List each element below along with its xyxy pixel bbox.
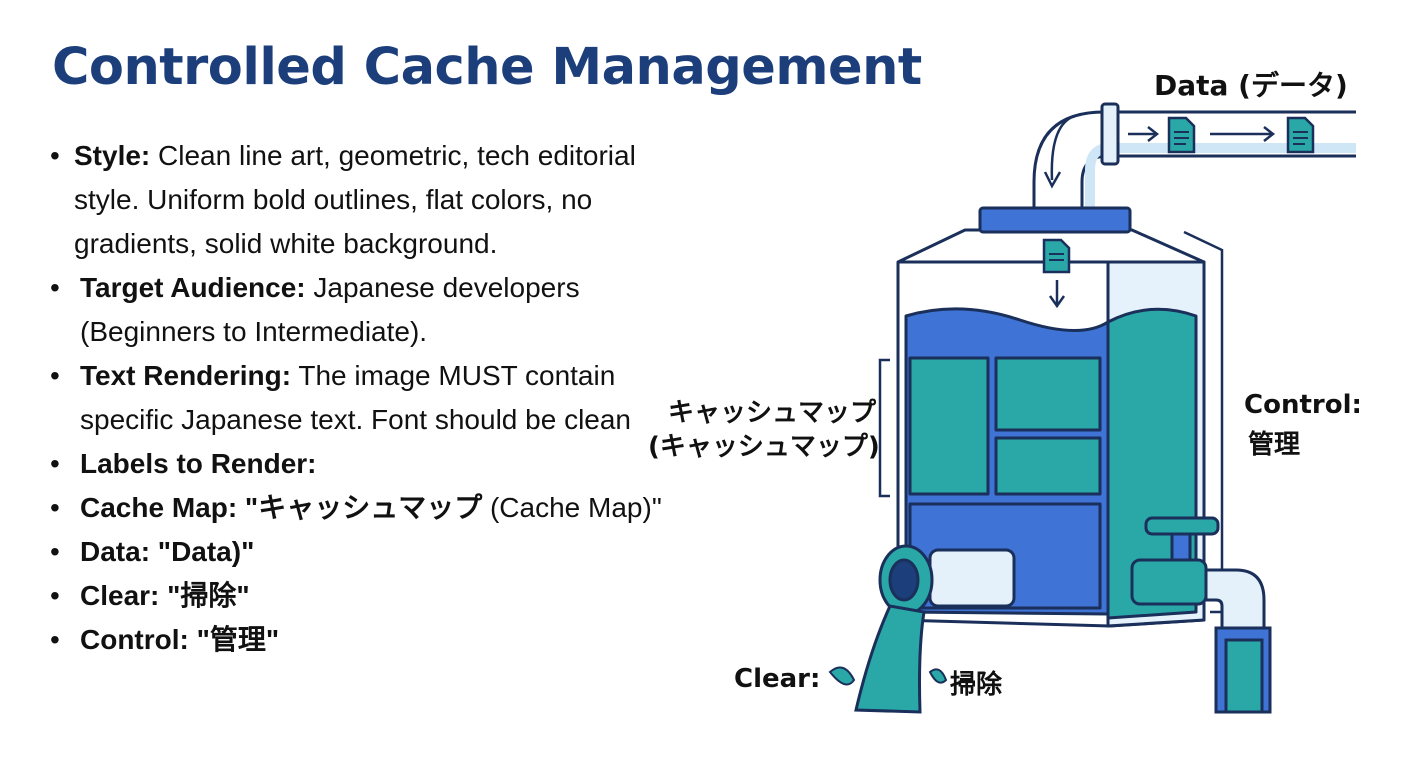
cache-map-label-jp: キャッシュマップ: [668, 398, 877, 428]
clear-label-jp: 掃除: [950, 670, 1003, 700]
bullet-label: Control: "管理": [80, 624, 280, 655]
bullet-label: Style:: [74, 140, 151, 171]
flow-arrow-2: [1210, 126, 1276, 142]
control-label: Control:: [1244, 390, 1362, 420]
drop-arrow: [1048, 280, 1066, 309]
bullet-label: Labels to Render:: [80, 448, 317, 479]
flow-arrow-1: [1128, 126, 1160, 142]
cache-map-bracket: [878, 358, 890, 498]
flow-curve-arrow: [1050, 116, 1071, 181]
bullet-data: Data: "Data)": [50, 530, 690, 574]
bullet-label: Data: "Data)": [80, 536, 255, 567]
data-document-icon: [1167, 116, 1196, 154]
clear-outlet-pipe: [854, 544, 1016, 714]
bullet-target-audience: Target Audience: Japanese developers (Be…: [50, 266, 690, 354]
bullet-text: (Cache Map)": [489, 492, 662, 523]
bullet-style: Style: Clean line art, geometric, tech e…: [50, 134, 690, 266]
bullet-label: Text Rendering:: [80, 360, 292, 391]
control-bracket: [1183, 230, 1224, 614]
bullet-cache-map: Cache Map: "キャッシュマップ (Cache Map)": [50, 486, 690, 530]
splash-drop-icon: [928, 668, 948, 684]
control-label-jp: 管理: [1248, 430, 1301, 460]
bullet-text: Japanese developers (Beginners to Interm…: [80, 272, 580, 347]
incoming-document-icon: [1042, 238, 1071, 274]
bullet-label: Cache Map: "キャッシュマップ: [80, 492, 483, 523]
bullet-label: Clear: "掃除": [80, 580, 250, 611]
data-document-icon: [1286, 116, 1315, 154]
clear-label: Clear:: [734, 664, 821, 694]
bullet-text: The image MUST contain specific Japanese…: [80, 360, 632, 435]
bullet-text-rendering: Text Rendering: The image MUST contain s…: [50, 354, 690, 442]
bullet-list: Style: Clean line art, geometric, tech e…: [50, 134, 690, 662]
bullet-clear: Clear: "掃除": [50, 574, 690, 618]
flow-arrowhead: [1043, 171, 1062, 189]
cache-map-label-paren: (キャッシュマップ): [648, 432, 880, 462]
bullet-label: Target Audience:: [80, 272, 306, 303]
bullet-control: Control: "管理": [50, 618, 690, 662]
inlet-pipe: [1032, 102, 1356, 210]
bullet-labels-to-render: Labels to Render:: [50, 442, 690, 486]
bullet-text: Clean line art, geometric, tech editoria…: [74, 140, 636, 259]
tap-water-stream: [1224, 638, 1264, 714]
data-label: Data (データ): [1154, 69, 1348, 102]
page-title: Controlled Cache Management: [52, 38, 922, 97]
splash-drop-icon: [828, 666, 856, 686]
